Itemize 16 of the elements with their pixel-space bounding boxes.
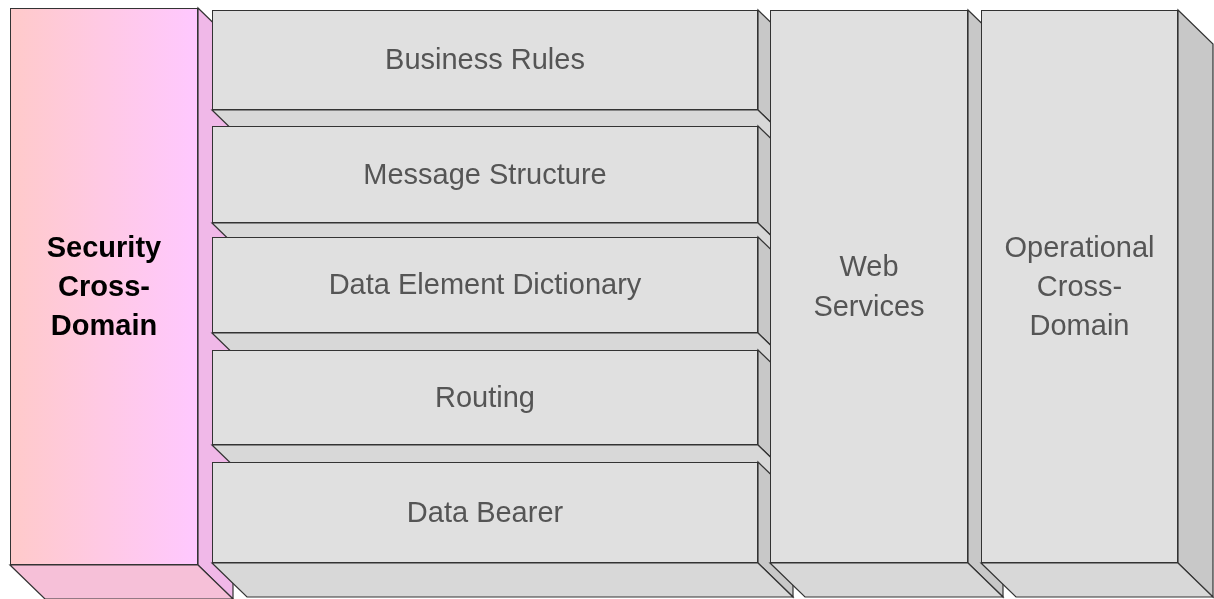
layer-block [770, 10, 968, 563]
layer-label: Data Element Dictionary [327, 267, 643, 303]
layer-label: Security Cross-Domain [45, 229, 163, 344]
layer-block [10, 8, 198, 565]
layer-label: Data Bearer [405, 494, 565, 530]
layer-block [212, 237, 758, 333]
layer-label: Routing [434, 379, 536, 415]
layer-block [212, 462, 758, 563]
layer-label: Business Rules [384, 42, 586, 78]
layer-label: Message Structure [362, 156, 608, 192]
layer-block [212, 126, 758, 223]
layer-block [212, 10, 758, 110]
layer-label: Operational Cross-Domain [1003, 229, 1156, 344]
layer-label: Web Services [812, 249, 926, 324]
layer-block [212, 350, 758, 445]
layer-block [981, 10, 1178, 563]
